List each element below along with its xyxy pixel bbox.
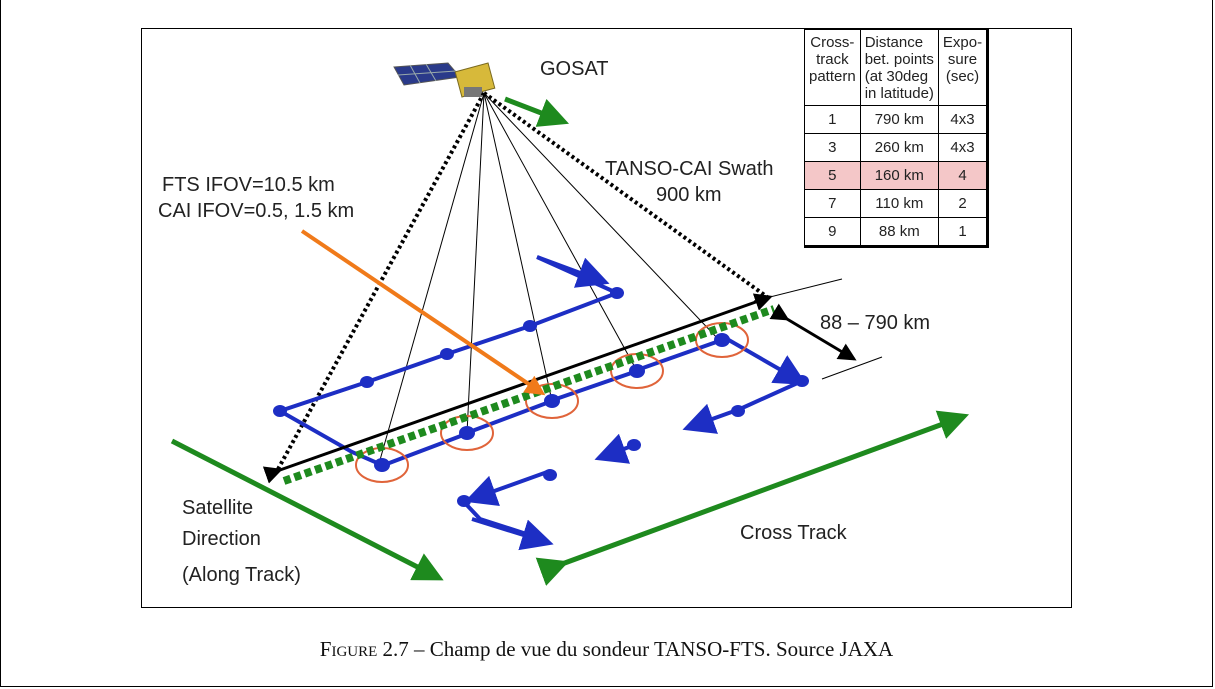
table-row: 7 110 km 2 [804,189,989,218]
cell-exposure: 1 [937,217,989,247]
distance-range-label: 88 – 790 km [820,312,930,334]
cell-distance: 88 km [859,217,939,247]
cross-track-pattern-table: Cross- track pattern Distance bet. point… [804,29,990,248]
table-row: 9 88 km 1 [804,217,989,247]
cell-pattern: 1 [804,105,861,134]
satellite-motion-arrow [504,96,569,127]
ifov-label-line1: FTS IFOV=10.5 km [162,174,335,196]
cell-pattern: 5 [804,161,861,190]
figure-caption-label: Figure 2.7 [319,637,409,661]
dimension-guides [753,278,883,380]
header-distance: Distance bet. points (at 30deg in latitu… [859,29,939,106]
along-track-label-line1: Satellite [182,497,253,519]
cell-exposure: 2 [937,189,989,218]
header-exposure: Expo- sure (sec) [937,29,989,106]
cell-exposure: 4x3 [937,105,989,134]
swath-label-line2: 900 km [656,184,722,206]
cross-track-arrow [535,410,970,586]
cross-track-label: Cross Track [740,522,848,544]
table-row: 1 790 km 4x3 [804,105,989,134]
cell-distance: 160 km [859,161,939,190]
cell-distance: 260 km [859,133,939,162]
table-row-highlighted: 5 160 km 4 [804,161,989,190]
header-cross-track: Cross- track pattern [804,29,861,106]
scan-pattern [275,255,807,551]
satellite-label: GOSAT [540,58,609,80]
cell-exposure: 4x3 [937,133,989,162]
cell-distance: 110 km [859,189,939,218]
gosat-diagram: GOSAT [158,58,970,586]
swath-label-line1: TANSO-CAI Swath [605,158,774,180]
cell-pattern: 9 [804,217,861,247]
cell-pattern: 7 [804,189,861,218]
cell-exposure: 4 [937,161,989,190]
distance-arrow [769,303,857,361]
along-track-label-line2: Direction [182,528,261,550]
ifov-pointer-arrow [300,229,546,396]
cell-pattern: 3 [804,133,861,162]
cell-distance: 790 km [859,105,939,134]
table-row: 3 260 km 4x3 [804,133,989,162]
satellite-icon [393,62,496,98]
figure-panel: GOSAT [141,28,1072,608]
along-track-label-line3: (Along Track) [182,564,301,586]
table-header-row: Cross- track pattern Distance bet. point… [804,29,989,106]
along-track-arrow [170,438,444,581]
swath-ground-band [282,305,776,485]
figure-caption-text: – Champ de vue du sondeur TANSO-FTS. Sou… [408,637,894,661]
swath-right-edge [482,91,772,301]
ifov-label-line2: CAI IFOV=0.5, 1.5 km [158,200,354,222]
figure-caption: Figure 2.7 – Champ de vue du sondeur TAN… [0,637,1213,662]
